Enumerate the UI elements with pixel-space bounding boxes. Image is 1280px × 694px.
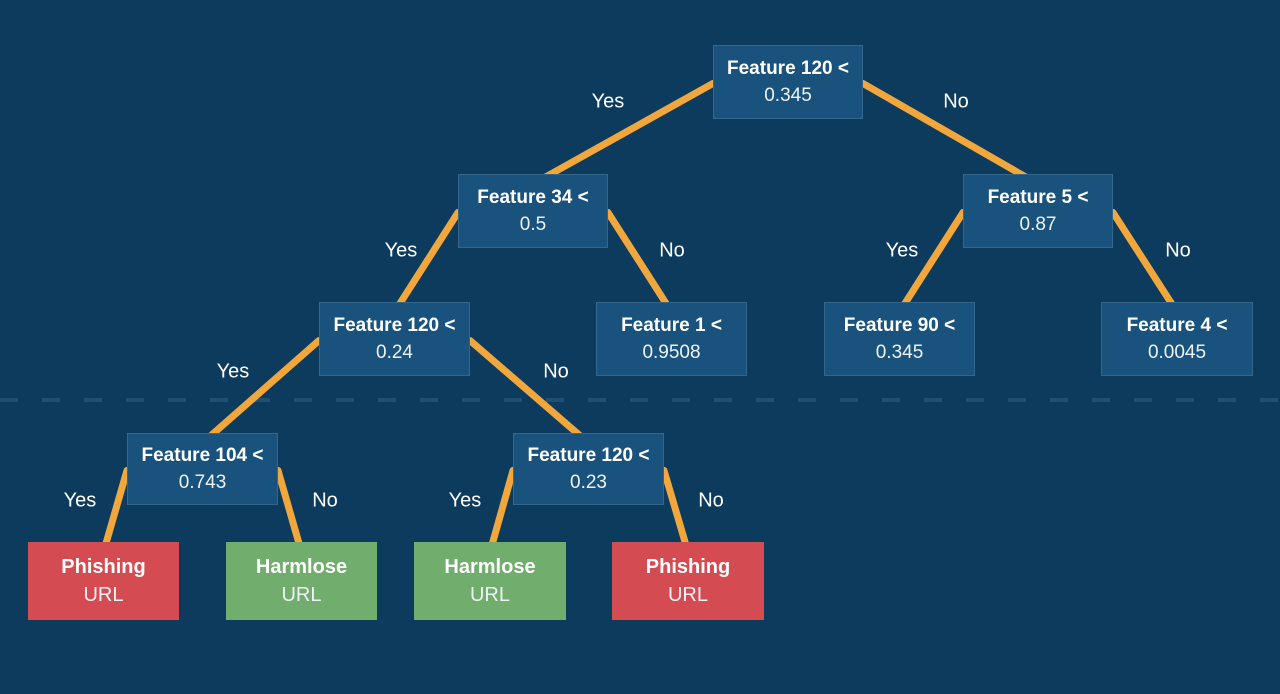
decision-node-root: Feature 120 < 0.345 <box>713 45 863 119</box>
node-value: 0.743 <box>178 471 227 493</box>
edge-label-no: No <box>943 90 969 113</box>
node-title: Harmlose <box>255 556 348 578</box>
node-title: Harmlose <box>444 556 536 578</box>
edge-label-yes: Yes <box>448 489 482 512</box>
node-value: 0.345 <box>764 84 812 106</box>
tree-edge-f104-leaf1 <box>100 466 131 556</box>
node-title: Feature 120 < <box>527 445 650 467</box>
node-title: Phishing <box>61 556 146 578</box>
tree-edge-f120b-leaf3 <box>486 466 517 556</box>
node-value: 0.5 <box>519 213 547 235</box>
edge-label-yes: Yes <box>384 239 418 262</box>
node-title: Feature 1 < <box>621 315 722 337</box>
node-value: URL <box>281 584 322 606</box>
tree-edge-root-f34 <box>529 79 717 188</box>
node-value: URL <box>83 584 124 606</box>
node-value: 0.9508 <box>642 341 701 363</box>
decision-node-f1: Feature 1 < 0.9508 <box>596 302 747 376</box>
decision-node-f120a: Feature 120 < 0.24 <box>319 302 470 376</box>
tree-edge-f5-f4 <box>1109 208 1181 316</box>
node-value: 0.23 <box>570 471 607 493</box>
tree-edge-f120a-f104 <box>199 336 323 447</box>
tree-edge-root-f5 <box>859 79 1042 188</box>
node-title: Feature 4 < <box>1126 315 1228 337</box>
decision-node-f5: Feature 5 < 0.87 <box>963 174 1113 248</box>
node-title: Feature 90 < <box>843 315 956 337</box>
edge-label-yes: Yes <box>63 489 97 512</box>
edge-label-yes: Yes <box>591 90 625 113</box>
edge-label-no: No <box>312 489 338 512</box>
edge-label-no: No <box>543 360 569 383</box>
node-value: 0.0045 <box>1147 341 1207 363</box>
node-value: URL <box>469 584 510 606</box>
edge-label-no: No <box>698 489 724 512</box>
node-title: Feature 120 < <box>333 315 456 337</box>
decision-node-f120b: Feature 120 < 0.23 <box>513 433 664 505</box>
node-title: Feature 5 < <box>987 187 1089 209</box>
decision-node-f90: Feature 90 < 0.345 <box>824 302 975 376</box>
node-title: Feature 34 < <box>477 187 589 209</box>
decision-node-f34: Feature 34 < 0.5 <box>458 174 608 248</box>
node-title: Feature 104 < <box>141 445 264 467</box>
edge-label-yes: Yes <box>216 360 250 383</box>
tree-edge-f34-f1 <box>604 208 675 316</box>
node-value: 0.24 <box>376 341 413 363</box>
tree-edge-f104-leaf2 <box>274 466 305 556</box>
tree-edge-f5-f90 <box>896 208 967 316</box>
node-value: 0.87 <box>1019 213 1057 235</box>
tree-edge-f120a-f120b <box>466 336 592 447</box>
edge-label-no: No <box>1165 239 1191 262</box>
node-value: URL <box>667 584 708 606</box>
tree-edge-f120b-leaf4 <box>660 466 692 556</box>
edge-label-yes: Yes <box>885 239 919 262</box>
node-value: 0.345 <box>875 341 924 363</box>
decision-node-f4: Feature 4 < 0.0045 <box>1101 302 1253 376</box>
node-title: Phishing <box>645 556 731 578</box>
node-title: Feature 120 < <box>727 58 849 80</box>
decision-node-f104: Feature 104 < 0.743 <box>127 433 278 505</box>
edge-label-no: No <box>659 239 685 262</box>
tree-edge-f34-f120a <box>391 208 462 316</box>
